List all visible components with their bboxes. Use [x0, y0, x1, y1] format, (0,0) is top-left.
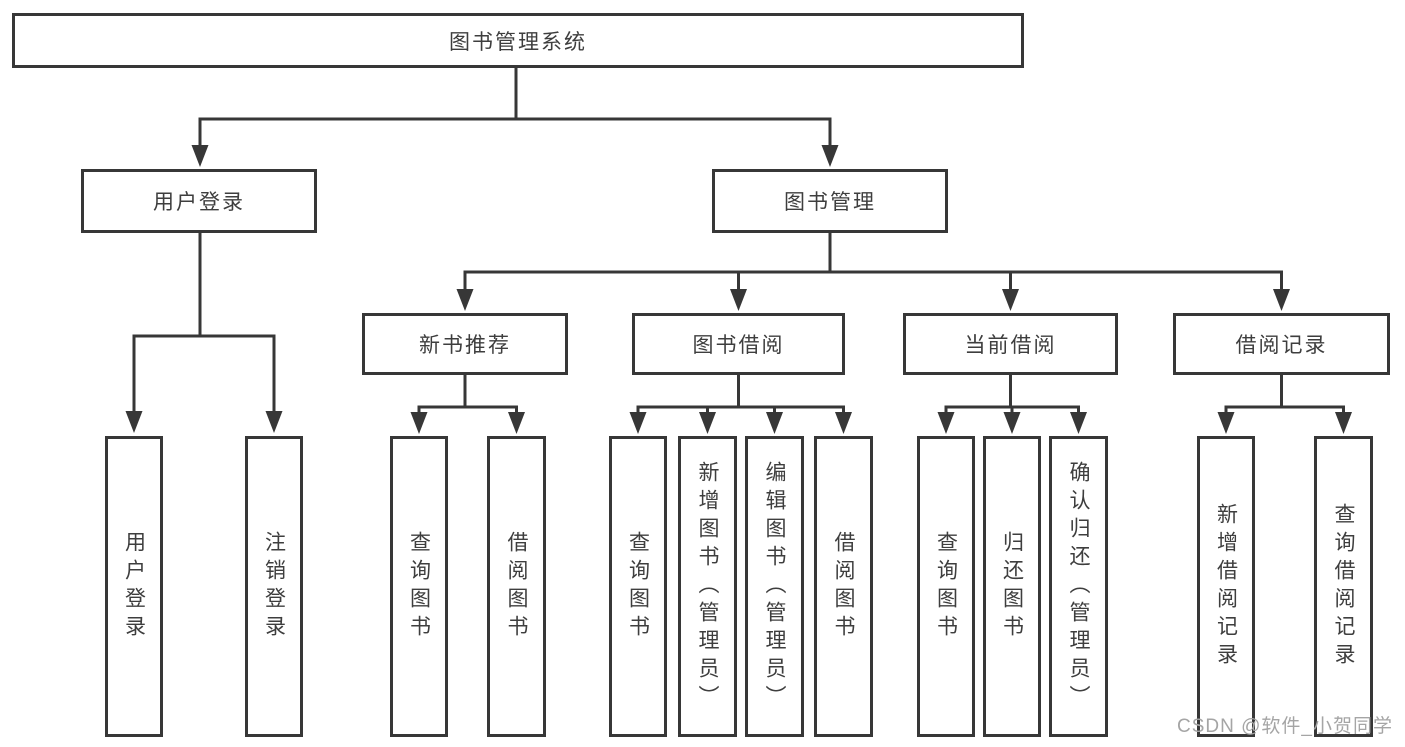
- node-current-borrowing-label: 当前借阅: [964, 334, 1057, 357]
- leaf-edit-book-admin: 编辑图书（管理员）: [745, 436, 804, 737]
- leaf-query-books-current: 查询图书: [917, 436, 975, 737]
- leaf-user-login: 用户登录: [105, 436, 163, 737]
- leaf-add-borrow-record: 新增借阅记录: [1197, 436, 1255, 737]
- leaf-query-borrow-record-label: 查询借阅记录: [1332, 502, 1356, 671]
- leaf-query-books-borrow-label: 查询图书: [626, 530, 650, 643]
- leaf-add-book-admin: 新增图书（管理员）: [678, 436, 737, 737]
- leaf-query-books-borrow: 查询图书: [609, 436, 667, 737]
- leaf-edit-book-admin-label: 编辑图书（管理员）: [763, 460, 787, 713]
- node-current-borrowing: 当前借阅: [903, 313, 1118, 375]
- node-book-borrowing-label: 图书借阅: [692, 334, 785, 357]
- leaf-add-borrow-record-label: 新增借阅记录: [1214, 502, 1238, 671]
- node-new-book-recommendation: 新书推荐: [362, 313, 568, 375]
- leaf-confirm-return-admin-label: 确认归还（管理员）: [1067, 460, 1091, 713]
- leaf-add-book-admin-label: 新增图书（管理员）: [696, 460, 720, 713]
- leaf-borrow-books-newbook: 借阅图书: [487, 436, 546, 737]
- arrowheads: [125, 145, 1352, 434]
- leaf-logout: 注销登录: [245, 436, 303, 737]
- leaf-user-login-label: 用户登录: [122, 530, 146, 643]
- leaf-borrow-books-newbook-label: 借阅图书: [505, 530, 529, 643]
- node-library-management-system: 图书管理系统: [12, 13, 1024, 68]
- leaf-borrow-books: 借阅图书: [814, 436, 873, 737]
- leaf-logout-label: 注销登录: [262, 530, 286, 643]
- csdn-watermark: CSDN @软件_小贺同学: [1177, 716, 1393, 737]
- node-borrowing-records-label: 借阅记录: [1235, 334, 1328, 357]
- leaf-return-books: 归还图书: [983, 436, 1041, 737]
- node-book-management: 图书管理: [712, 169, 948, 233]
- node-library-management-system-label: 图书管理系统: [449, 30, 587, 54]
- leaf-return-books-label: 归还图书: [1000, 530, 1024, 643]
- node-user-login-label: 用户登录: [153, 191, 245, 214]
- node-borrowing-records: 借阅记录: [1173, 313, 1390, 375]
- leaf-borrow-books-label: 借阅图书: [832, 530, 856, 643]
- node-new-book-recommendation-label: 新书推荐: [419, 334, 511, 357]
- node-book-borrowing: 图书借阅: [632, 313, 845, 375]
- leaf-query-borrow-record: 查询借阅记录: [1314, 436, 1373, 737]
- node-user-login: 用户登录: [81, 169, 317, 233]
- node-book-management-label: 图书管理: [784, 191, 876, 214]
- leaf-confirm-return-admin: 确认归还（管理员）: [1049, 436, 1108, 737]
- leaf-query-books-newbook-label: 查询图书: [407, 530, 431, 643]
- leaf-query-books-newbook: 查询图书: [390, 436, 448, 737]
- leaf-query-books-current-label: 查询图书: [934, 530, 958, 643]
